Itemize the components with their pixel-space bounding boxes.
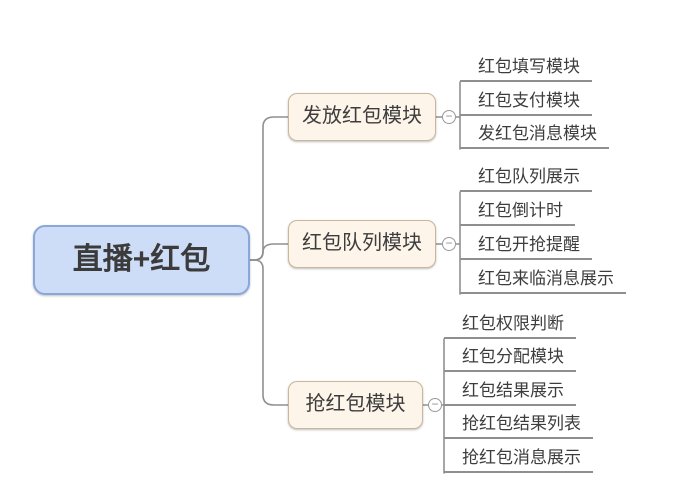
- branch-node-queue-redpacket[interactable]: 红包队列模块: [288, 220, 436, 268]
- leaf-node[interactable]: 红包来临消息展示: [460, 266, 626, 294]
- leaf-node[interactable]: 红包填写模块: [460, 54, 592, 82]
- leaf-node[interactable]: 红包队列展示: [460, 164, 592, 192]
- leaf-node[interactable]: 抢红包消息展示: [444, 445, 593, 473]
- collapse-toggle-icon[interactable]: −: [442, 237, 456, 251]
- root-topic-node[interactable]: 直播+红包: [33, 225, 250, 295]
- leaf-node[interactable]: 红包权限判断: [444, 311, 576, 339]
- leaf-node[interactable]: 红包倒计时: [460, 198, 575, 226]
- branch-node-grab-redpacket[interactable]: 抢红包模块: [288, 381, 423, 429]
- connector-root-branch3: [249, 259, 289, 406]
- leaf-node[interactable]: 发红包消息模块: [460, 121, 609, 149]
- leaf-node[interactable]: 抢红包结果列表: [444, 411, 593, 439]
- branch-node-send-redpacket[interactable]: 发放红包模块: [288, 93, 436, 141]
- collapse-toggle-icon[interactable]: −: [428, 398, 442, 412]
- leaf-node[interactable]: 红包分配模块: [444, 344, 576, 372]
- collapse-toggle-icon[interactable]: −: [442, 110, 456, 124]
- leaf-node[interactable]: 红包支付模块: [460, 88, 592, 116]
- connector-root-branch2: [249, 243, 289, 261]
- leaf-node[interactable]: 红包结果展示: [444, 378, 576, 406]
- leaf-node[interactable]: 红包开抢提醒: [460, 232, 592, 260]
- connector-root-branch1: [249, 116, 289, 261]
